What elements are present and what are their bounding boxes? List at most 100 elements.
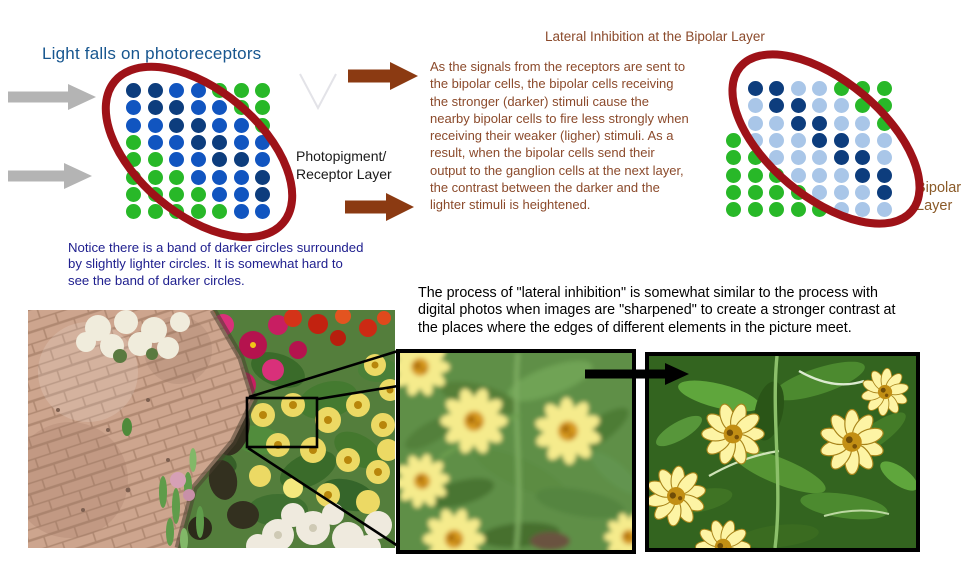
bipolar-dot	[876, 202, 892, 218]
receptor-dot	[255, 186, 270, 202]
blurry-leaves	[405, 353, 632, 550]
bipolar-dot	[790, 81, 806, 96]
bipolar-dot	[790, 184, 806, 200]
receptor-dot	[147, 117, 163, 133]
bipolar-dot	[833, 81, 849, 96]
paragraph-line: output to the ganglion cells at the next…	[430, 162, 684, 178]
light-arrow-1	[8, 84, 96, 110]
blurry-crop-art	[400, 353, 632, 550]
signal-arrow-2	[345, 193, 414, 221]
receptor-dot	[147, 204, 163, 220]
paragraph-line: the bipolar cells, the bipolar cells rec…	[430, 76, 674, 92]
bipolar-dot	[855, 184, 870, 200]
bipolar-dot	[769, 81, 784, 96]
receptor-dot	[190, 100, 206, 116]
receptor-dot	[126, 152, 141, 168]
receptor-dot	[169, 204, 184, 220]
bipolar-dot	[855, 167, 870, 183]
receptor-dot	[255, 117, 270, 133]
bipolar-paragraph: As the signals from the receptors are se…	[430, 58, 730, 214]
paragraph-line: As the signals from the receptors are se…	[430, 59, 686, 74]
photoreceptor-layer-label: Photopigment/ Receptor Layer	[296, 147, 392, 183]
receptor-dot	[126, 83, 141, 98]
pink-flower-small	[170, 472, 195, 501]
receptor-dot	[190, 204, 206, 220]
receptor-dot	[255, 83, 270, 98]
sharpened-crop-photo	[645, 352, 920, 552]
bipolar-dot	[876, 115, 892, 131]
paragraph-line: digital photos when images are "sharpene…	[418, 302, 896, 319]
bipolar-dot	[812, 184, 827, 200]
bipolar-dot	[790, 98, 806, 114]
receptor-dot	[190, 169, 206, 185]
bipolar-dot	[747, 98, 763, 114]
receptor-dot	[169, 134, 184, 150]
bipolar-dot	[769, 132, 784, 148]
bipolar-dot	[876, 98, 892, 114]
bipolar-dot-grid	[726, 81, 914, 235]
receptor-dot	[255, 100, 270, 116]
bipolar-dot	[747, 202, 763, 218]
receptor-dot	[169, 117, 184, 133]
paragraph-line: result, when the bipolar cells send thei…	[430, 145, 655, 161]
bipolar-dot	[833, 132, 849, 148]
receptor-dot	[233, 83, 249, 98]
bipolar-dot	[855, 132, 870, 148]
bipolar-dot	[769, 98, 784, 114]
bipolar-dot	[747, 115, 763, 131]
bipolar-dot	[790, 132, 806, 148]
bipolar-dot	[876, 184, 892, 200]
bipolar-dot	[812, 167, 827, 183]
receptor-dot	[169, 152, 184, 168]
bipolar-dot	[833, 98, 849, 114]
paragraph-line: The process of "lateral inhibition" is s…	[418, 285, 878, 301]
bipolar-dot	[855, 150, 870, 166]
sharpening-paragraph: The process of "lateral inhibition" is s…	[418, 285, 895, 337]
notice-line: see the band of darker circles.	[68, 272, 245, 288]
receptor-dot	[190, 152, 206, 168]
bipolar-dot	[855, 202, 870, 218]
receptor-dot	[212, 152, 227, 168]
bipolar-dot	[747, 81, 763, 96]
paragraph-line: the contrast between the darker and the	[430, 180, 660, 196]
receptor-dot	[126, 186, 141, 202]
blurry-scene	[400, 353, 632, 550]
receptor-dot	[255, 152, 270, 168]
bipolar-dot	[726, 184, 741, 200]
receptor-dot	[233, 134, 249, 150]
receptor-dot	[147, 134, 163, 150]
receptor-dot	[212, 169, 227, 185]
paragraph-line: the places where the edges of different …	[418, 319, 852, 336]
receptor-dot	[169, 83, 184, 98]
receptor-dot	[233, 117, 249, 133]
receptor-dot	[169, 169, 184, 185]
bipolar-dot	[726, 202, 741, 218]
bipolar-dot	[812, 81, 827, 96]
bipolar-dot	[812, 98, 827, 114]
faint-v-watermark	[299, 73, 337, 111]
bipolar-dot	[726, 167, 741, 183]
bipolar-dot	[726, 132, 741, 148]
receptor-dot	[255, 134, 270, 150]
receptor-dot	[212, 117, 227, 133]
receptor-dot	[147, 169, 163, 185]
bipolar-dot	[876, 81, 892, 96]
receptor-dot	[126, 169, 141, 185]
bipolar-dot	[812, 150, 827, 166]
receptor-dot	[233, 100, 249, 116]
layer-label-line: Photopigment/	[296, 148, 387, 164]
bipolar-dot	[769, 115, 784, 131]
receptor-dot	[147, 83, 163, 98]
receptor-dot	[169, 100, 184, 116]
signal-arrow-1	[348, 62, 418, 90]
receptor-dot	[233, 186, 249, 202]
bipolar-dot	[812, 115, 827, 131]
receptor-dot	[212, 83, 227, 98]
bipolar-dot	[790, 115, 806, 131]
receptor-dot	[255, 169, 270, 185]
paragraph-line: the stronger (darker) stimuli cause the	[430, 93, 649, 109]
bipolar-dot	[769, 150, 784, 166]
bipolar-dot	[747, 184, 763, 200]
receptor-dot	[190, 186, 206, 202]
